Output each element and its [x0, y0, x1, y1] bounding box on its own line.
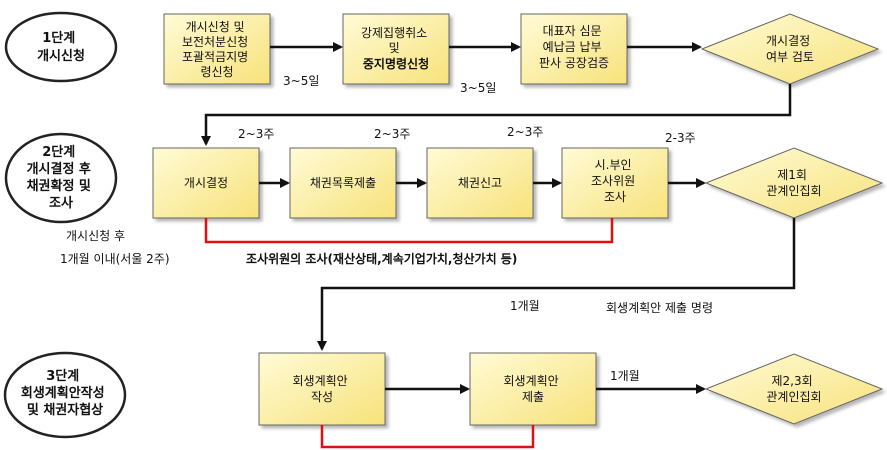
- svg-text:1단계 개시신청: 1단계 개시신청: [37, 30, 85, 64]
- stage-3-line-1: 3단계: [46, 368, 79, 384]
- label-days-1: 3~5일: [283, 74, 319, 88]
- box-application: [163, 13, 271, 85]
- label-days-2: 3~5일: [460, 81, 496, 95]
- plan-bracket: [320, 425, 535, 449]
- box-review-line-1: 대표자 심문: [543, 24, 602, 38]
- box-enforcement-stay: [342, 13, 450, 85]
- label-weeks-4: 2-3주: [665, 131, 696, 145]
- svg-text:개시신청 및 보전처분신청 포괄적금지명: 개시신청 및 보전처분신청 포괄적금지명 령신청: [182, 20, 252, 79]
- box-commencement: [152, 147, 260, 219]
- stage-3-circle: 3단계 회생계획안작성 및 채권자협상: [3, 351, 127, 439]
- svg-text:회생계획안 제출: 회생계획안 제출: [503, 374, 562, 404]
- box-plan-draft: [258, 352, 386, 426]
- stage-3-line-2: 회생계획안작성: [21, 385, 105, 401]
- box-review: [520, 13, 628, 85]
- label-weeks-1: 2~3주: [238, 127, 274, 141]
- investigation-bracket: [204, 218, 614, 244]
- svg-text:강제집행취소 및 중지명령신청: 강제집행취소 및 중지명령신청: [361, 25, 431, 71]
- box-plan-submit-line-1: 회생계획안: [503, 374, 558, 388]
- label-after-application-1: 개시신청 후: [66, 229, 125, 243]
- box-investigator-line-1: 시.부인: [595, 158, 632, 172]
- box-investigator-line-2: 조사위원: [591, 174, 635, 188]
- box-claims-report-label: 채권신고: [458, 176, 502, 190]
- box-application-line-2: 보전처분신청: [182, 35, 248, 49]
- arrow-meeting1-to-plan: [317, 218, 796, 351]
- diamond-decision-line-1: 개시결정: [766, 34, 810, 48]
- box-application-line-4: 령신청: [200, 65, 233, 79]
- svg-text:회생계획안 작성: 회생계획안 작성: [292, 374, 351, 404]
- diamond-meeting-1: [704, 147, 884, 219]
- box-claims-list: [289, 147, 397, 219]
- diamond-meeting23-line-1: 제2,3회: [772, 374, 813, 388]
- box-application-line-3: 포괄적금지명: [182, 50, 248, 64]
- svg-text:제1회 관계인집회: 제1회 관계인집회: [766, 168, 821, 198]
- stage-2-line-4: 조사: [49, 195, 73, 211]
- diamond-meeting-2-3: [704, 353, 884, 425]
- box-plan-submit-line-2: 제출: [522, 390, 544, 404]
- stage-2-line-1: 2단계: [42, 144, 75, 160]
- svg-text:개시결정 여부 검토: 개시결정 여부 검토: [766, 34, 814, 64]
- diamond-meeting23-line-2: 관계인집회: [766, 390, 821, 404]
- stage-1-line-1: 1단계: [42, 30, 75, 46]
- diamond-decision-line-2: 여부 검토: [766, 50, 814, 64]
- stage-2-circle: 2단계 개시결정 후 채권확정 및 조사: [4, 132, 118, 224]
- svg-text:시.부인 조사위원 조사: 시.부인 조사위원 조사: [591, 158, 639, 204]
- svg-text:2단계 개시결정 후 채권확정 및: 2단계 개시결정 후 채권확정 및 조사: [27, 144, 96, 211]
- label-month-b: 1개월: [610, 369, 640, 383]
- stage-1-circle: 1단계 개시신청: [4, 11, 118, 83]
- box-plan-draft-line-2: 작성: [311, 390, 333, 404]
- svg-text:3단계 회생계획안작성 및 채권자협: 3단계 회생계획안작성 및 채권자협상: [21, 368, 109, 418]
- box-application-line-1: 개시신청 및: [186, 20, 245, 34]
- label-investigation: 조사위원의 조사(재산상태,계속기업가치,청산가치 등): [246, 251, 517, 266]
- box-claims-list-label: 채권목록제출: [310, 176, 376, 190]
- box-investigator-line-3: 조사: [604, 190, 626, 204]
- diamond-meeting1-line-1: 제1회: [777, 168, 807, 182]
- label-weeks-2: 2~3주: [374, 127, 410, 141]
- box-plan-submit: [469, 352, 597, 426]
- box-claims-report: [426, 147, 534, 219]
- label-after-application-2: 1개월 이내(서울 2주): [60, 252, 170, 266]
- box-enforcement-line-3: 중지명령신청: [363, 56, 429, 71]
- label-weeks-3: 2~3주: [507, 125, 543, 139]
- svg-text:대표자 심문 예납금 납부 판사 공장검증: 대표자 심문 예납금 납부 판사 공장검증: [539, 24, 609, 70]
- label-month-a: 1개월: [510, 299, 540, 313]
- svg-text:제2,3회 관계인집회: 제2,3회 관계인집회: [766, 374, 821, 404]
- stage-2-line-3: 채권확정 및: [27, 178, 91, 194]
- stage-2-line-2: 개시결정 후: [27, 161, 91, 177]
- stage-3-line-3: 및 채권자협상: [27, 402, 103, 418]
- diamond-meeting1-line-2: 관계인집회: [766, 184, 821, 198]
- stage-1-line-2: 개시신청: [37, 48, 85, 64]
- box-enforcement-line-2: 및: [389, 41, 400, 55]
- box-review-line-3: 판사 공장검증: [539, 56, 609, 70]
- arrow-check-to-commencement: [201, 84, 792, 146]
- box-plan-draft-line-1: 회생계획안: [292, 374, 347, 388]
- box-investigator-review: [561, 147, 669, 219]
- label-plan-order: 회생계획안 제출 명령: [606, 301, 713, 315]
- diamond-decision-check: [700, 13, 880, 85]
- box-enforcement-line-1: 강제집행취소: [361, 25, 427, 40]
- box-commencement-label: 개시결정: [184, 176, 228, 190]
- box-review-line-2: 예납금 납부: [543, 40, 602, 54]
